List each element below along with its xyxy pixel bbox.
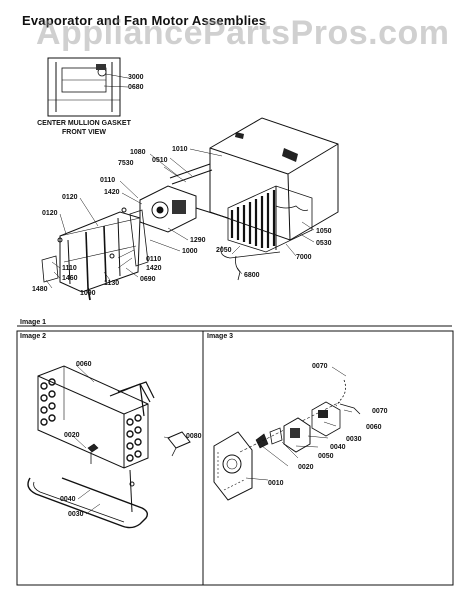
image3-part-label-0030: 0030 (346, 436, 362, 443)
inset-caption-line1: CENTER MULLION GASKET (37, 120, 131, 127)
part-label-1130: 1130 (104, 280, 120, 287)
image3-label: Image 3 (207, 333, 234, 340)
image3-part-label-0060: 0060 (366, 424, 382, 431)
image3-part-label-0070-top: 0070 (312, 363, 328, 370)
part-label-7000: 7000 (296, 254, 312, 261)
image3-part-label-0020: 0020 (298, 464, 314, 471)
part-label-0120-lower: 0120 (42, 210, 58, 217)
image2-part-label-0080: 0080 (186, 433, 202, 440)
watermark: AppliancePartsPros.com (36, 14, 450, 52)
inset-caption: CENTER MULLION GASKET FRONT VIEW (20, 119, 148, 137)
part-label-1050: 1050 (316, 228, 332, 235)
part-label-0510: 0510 (152, 157, 168, 164)
part-label-0120-upper: 0120 (62, 194, 78, 201)
image1-label: Image 1 (20, 319, 47, 326)
part-label-1110: 1110 (62, 265, 77, 272)
image3-illustration (213, 366, 361, 501)
images-frame (16, 330, 454, 586)
part-label-1420-bottom: 1420 (146, 265, 162, 272)
image3-part-label-0050: 0050 (318, 453, 334, 460)
image2-part-label-0020: 0020 (64, 432, 80, 439)
image3-part-label-0040: 0040 (330, 444, 346, 451)
diagram-title: Evaporator and Fan Motor Assemblies (22, 13, 267, 28)
part-label-3000: 3000 (128, 74, 144, 81)
image2-part-label-0060: 0060 (76, 361, 92, 368)
image2-label: Image 2 (20, 333, 47, 340)
image2-part-label-0040: 0040 (60, 496, 76, 503)
part-label-1460: 1460 (62, 275, 78, 282)
image3-part-label-0010: 0010 (268, 480, 284, 487)
mullion-gasket-illustration (47, 57, 129, 117)
image2-illustration (27, 364, 191, 529)
part-label-0680: 0680 (128, 84, 144, 91)
part-label-1420-top: 1420 (104, 189, 120, 196)
part-label-0110-bottom: 0110 (146, 256, 162, 263)
image3-part-label-0070-side: 0070 (372, 408, 388, 415)
part-label-0110-top: 0110 (100, 177, 116, 184)
part-label-0530: 0530 (316, 240, 332, 247)
part-label-1480: 1480 (32, 286, 48, 293)
part-label-1290: 1290 (190, 237, 206, 244)
part-label-1010: 1010 (172, 146, 188, 153)
part-label-1090: 1090 (80, 290, 96, 297)
image2-part-label-0030: 0030 (68, 511, 84, 518)
inset-caption-line2: FRONT VIEW (62, 129, 106, 136)
part-label-0690: 0690 (140, 276, 156, 283)
part-label-1000: 1000 (182, 248, 198, 255)
part-label-1080: 1080 (130, 149, 146, 156)
part-label-7530: 7530 (118, 160, 134, 167)
main-assembly-illustration (41, 117, 339, 301)
part-label-6800: 6800 (244, 272, 260, 279)
part-label-2050: 2050 (216, 247, 232, 254)
